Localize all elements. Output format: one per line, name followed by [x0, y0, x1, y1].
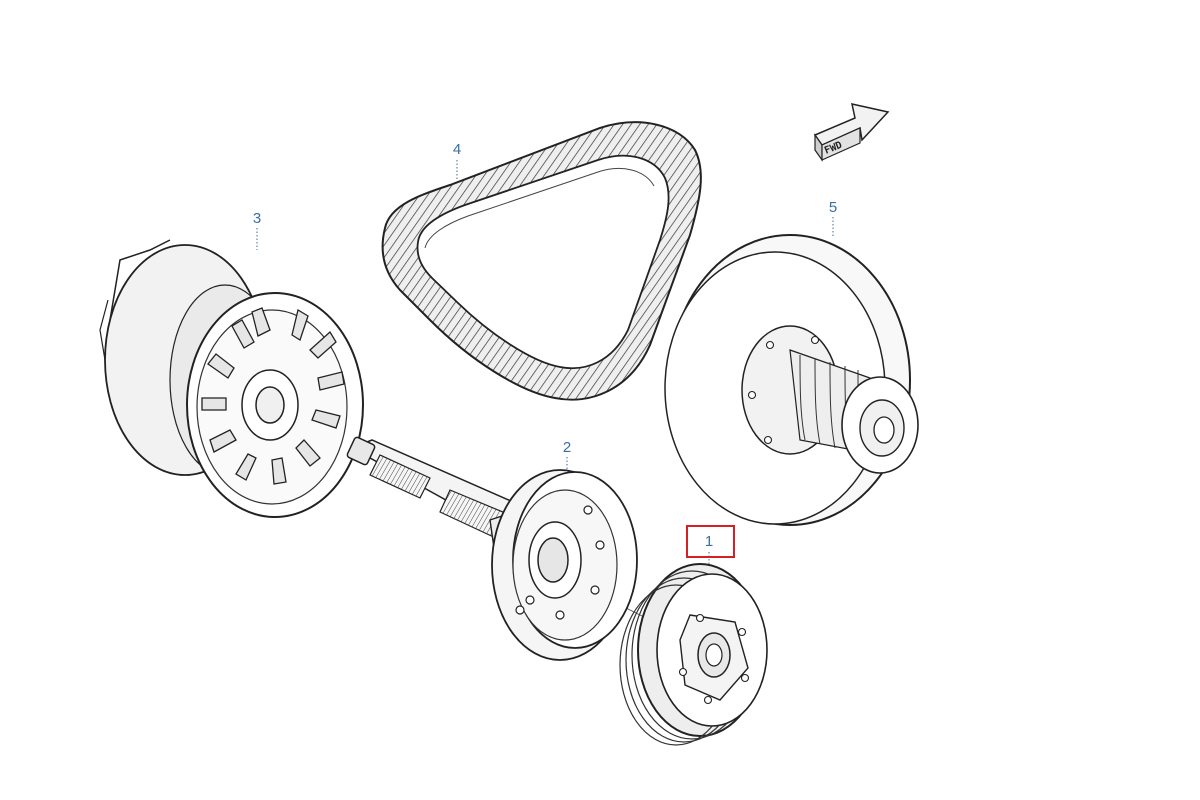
centrifugal-clutch [619, 563, 768, 746]
forward-direction-arrow-icon: FWD [813, 103, 890, 162]
leader-lines [256, 160, 834, 572]
callout-2[interactable]: 2 [562, 439, 572, 456]
callout-3[interactable]: 3 [252, 210, 262, 227]
drive-belt [381, 121, 702, 401]
highlight-box-callout-1 [686, 525, 735, 558]
callout-1[interactable]: 1 [704, 533, 714, 550]
callout-4[interactable]: 4 [452, 141, 462, 158]
clutch-drum [491, 469, 638, 661]
callout-5[interactable]: 5 [828, 199, 838, 216]
driven-pulley [664, 234, 919, 526]
drive-pulley [99, 239, 364, 518]
